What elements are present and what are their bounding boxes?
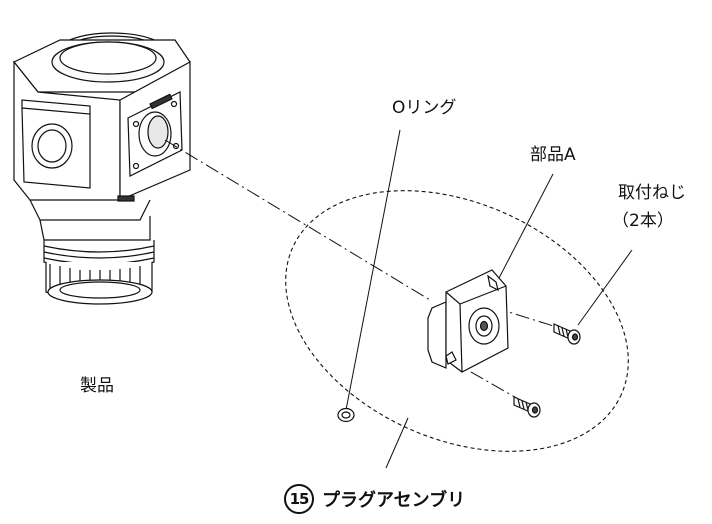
- oring-part: [337, 407, 355, 423]
- item-number-badge: 15: [284, 484, 314, 514]
- leader-oring: [345, 129, 401, 411]
- product-regulator-illustration: [13, 32, 191, 305]
- axis-line-main: [164, 139, 431, 301]
- label-screws: 取付ねじ: [618, 183, 686, 203]
- label-screws-count: （2本）: [612, 211, 674, 231]
- axis-line-upper-screw: [469, 299, 561, 329]
- assembly-title: プラグアセンブリ: [322, 490, 466, 511]
- part-a-plug: [427, 269, 509, 373]
- mounting-screw-upper: [553, 323, 581, 345]
- leader-screws: [577, 249, 633, 326]
- assembly-boundary: [285, 190, 629, 452]
- label-part-a: 部品A: [530, 145, 576, 165]
- label-product: 製品: [80, 376, 114, 396]
- mounting-screw-lower: [513, 396, 541, 418]
- assembly-caption: 15 プラグアセンブリ: [284, 484, 465, 514]
- label-oring: Oリング: [392, 98, 457, 118]
- leader-assembly: [385, 417, 409, 469]
